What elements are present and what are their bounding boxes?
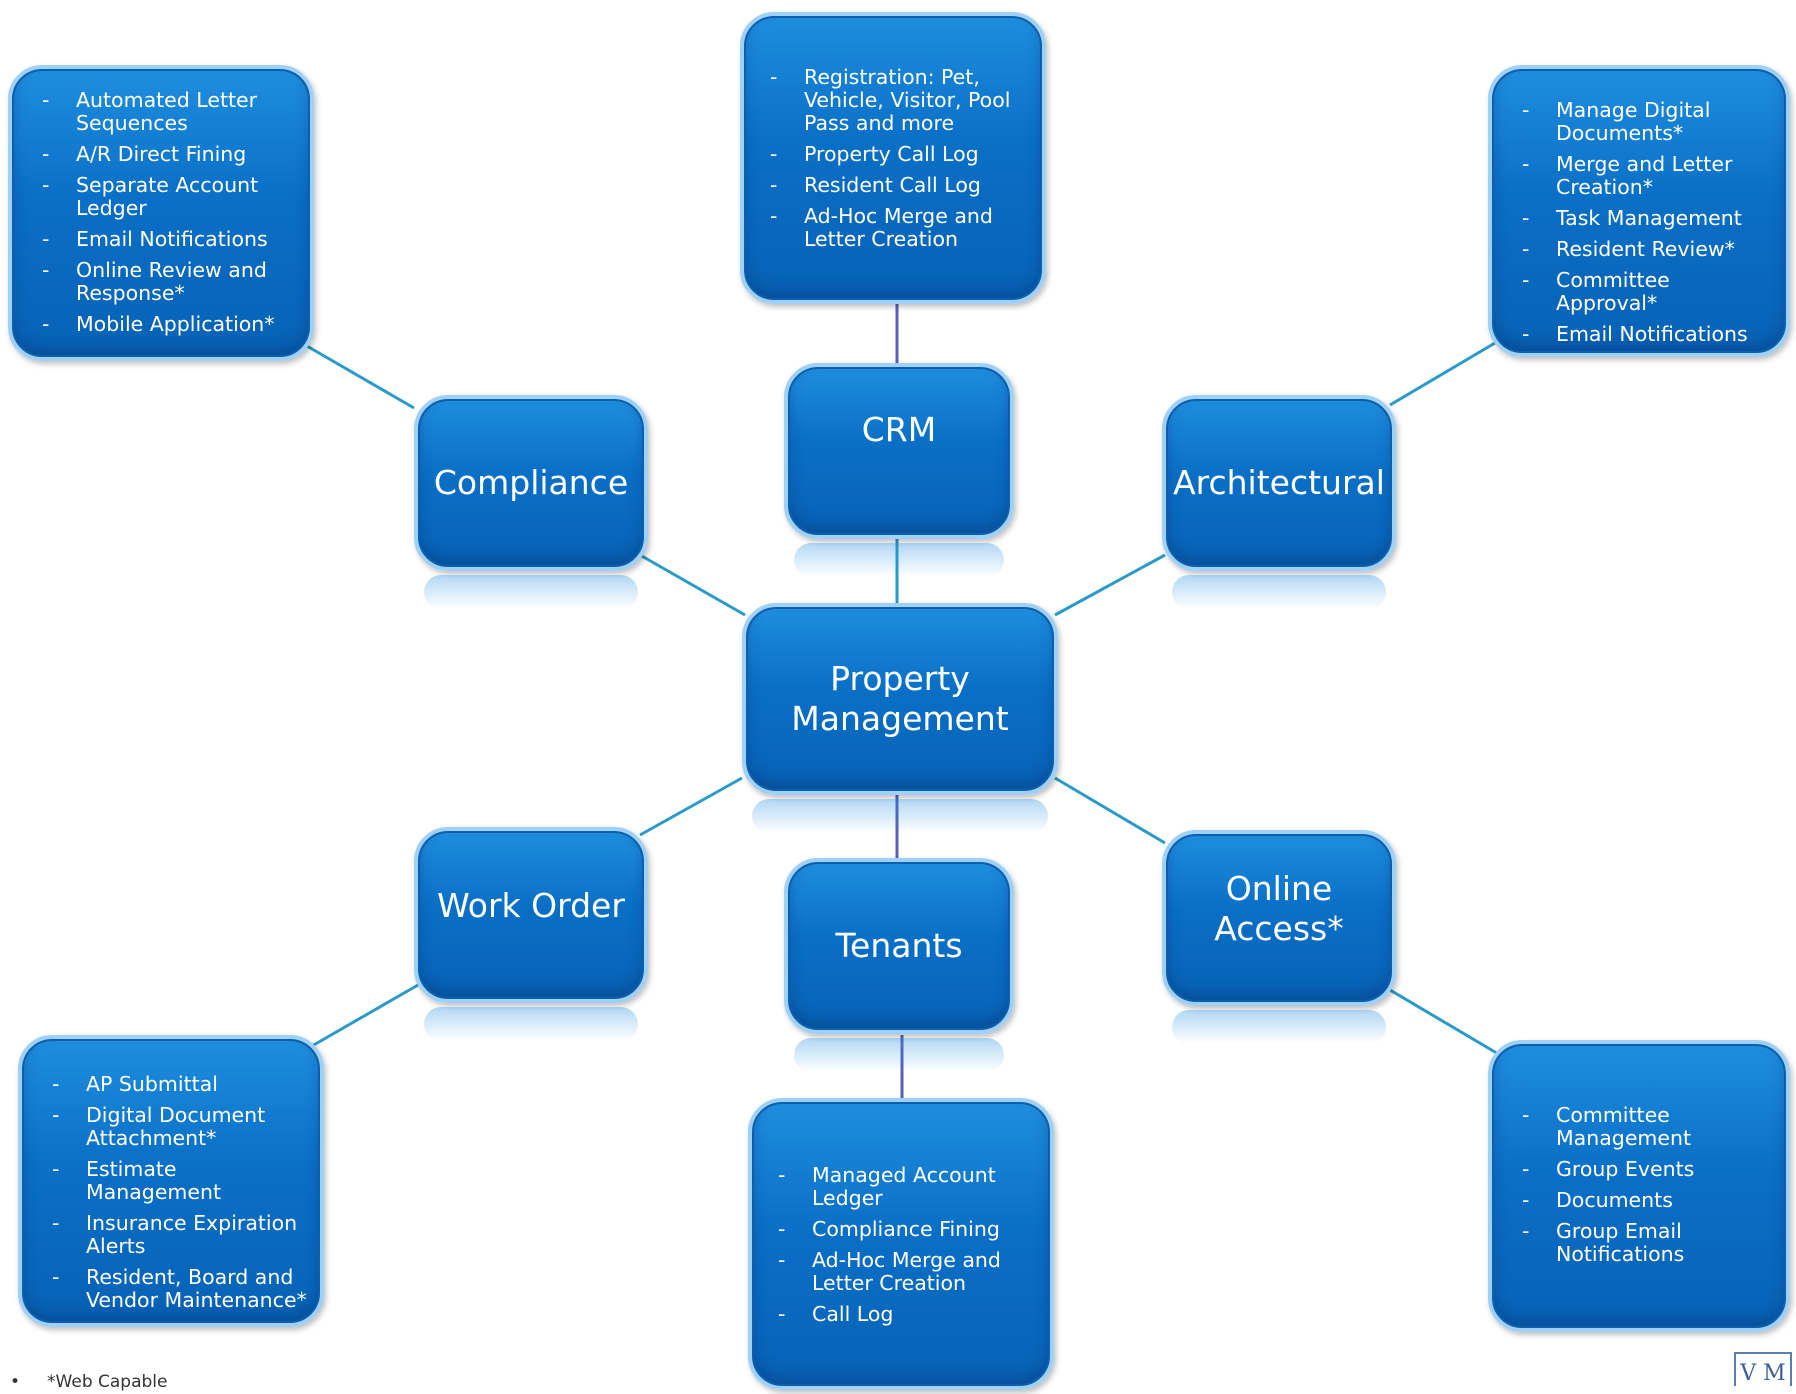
compliance-features-box: Automated Letter Sequences A/R Direct Fi… <box>8 65 314 361</box>
tenants-features-box: Managed Account Ledger Compliance Fining… <box>748 1098 1054 1390</box>
list-item: Call Log <box>770 1303 1032 1327</box>
list-item: Email Notifications <box>34 228 296 252</box>
crm-features-box: Registration: Pet, Vehicle, Visitor, Poo… <box>740 12 1046 304</box>
compliance-features-list: Automated Letter Sequences A/R Direct Fi… <box>34 89 296 337</box>
connector-online-list <box>1389 988 1501 1057</box>
tenants-label: Tenants <box>835 926 963 966</box>
property-management-label: Property Management <box>791 659 1009 738</box>
list-item: Committee Approval* <box>1514 269 1776 315</box>
online-access-features-box: Committee Management Group Events Docume… <box>1488 1040 1790 1332</box>
list-item: Group Email Notifications <box>1514 1220 1768 1266</box>
architectural-features-box: Manage Digital Documents* Merge and Lett… <box>1488 65 1790 357</box>
compliance-node: Compliance <box>414 395 648 609</box>
work-order-features-box: AP Submittal Digital Document Attachment… <box>18 1035 324 1327</box>
connector-workorder-list <box>304 983 419 1052</box>
list-item: Resident Call Log <box>762 174 1024 198</box>
list-item: Registration: Pet, Vehicle, Visitor, Poo… <box>762 66 1024 135</box>
list-item: Task Management <box>1514 207 1776 231</box>
footnote-text: *Web Capable <box>47 1372 168 1392</box>
list-item: Estimate Management <box>44 1158 310 1204</box>
logo-text: V M <box>1740 1361 1786 1386</box>
list-item: Ad-Hoc Merge and Letter Creation <box>762 205 1024 251</box>
crm-features-list: Registration: Pet, Vehicle, Visitor, Poo… <box>762 66 1024 251</box>
architectural-features-list: Manage Digital Documents* Merge and Lett… <box>1514 99 1776 347</box>
list-item: Resident Review* <box>1514 238 1776 262</box>
list-item: Email Notifications <box>1514 323 1776 347</box>
list-item: Managed Account Ledger <box>770 1164 1032 1210</box>
list-item: Manage Digital Documents* <box>1514 99 1776 145</box>
architectural-label: Architectural <box>1173 463 1385 503</box>
footnote-bullet: • <box>10 1372 48 1392</box>
list-item: Merge and Letter Creation* <box>1514 153 1776 199</box>
list-item: Automated Letter Sequences <box>34 89 296 135</box>
online-access-label: Online Access* <box>1214 869 1344 948</box>
list-item: Property Call Log <box>762 143 1024 167</box>
footnote: • *Web Capable <box>10 1372 167 1392</box>
list-item: Ad-Hoc Merge and Letter Creation <box>770 1249 1032 1295</box>
connector-center-architectural <box>1054 553 1166 617</box>
architectural-node: Architectural <box>1162 395 1396 609</box>
online-access-node: Online Access* <box>1162 830 1396 1044</box>
list-item: Online Review and Response* <box>34 259 296 305</box>
tenants-features-list: Managed Account Ledger Compliance Fining… <box>770 1164 1032 1327</box>
crm-label: CRM <box>861 410 937 450</box>
company-logo: V M <box>1734 1352 1792 1386</box>
connector-center-compliance <box>639 553 746 617</box>
list-item: AP Submittal <box>44 1073 310 1097</box>
crm-node: CRM <box>784 363 1014 577</box>
work-order-node: Work Order <box>414 827 648 1041</box>
list-item: Group Events <box>1514 1158 1768 1182</box>
list-item: Resident, Board and Vendor Maintenance* <box>44 1266 310 1312</box>
list-item: A/R Direct Fining <box>34 143 296 167</box>
compliance-label: Compliance <box>433 463 629 503</box>
list-item: Separate Account Ledger <box>34 174 296 220</box>
connector-architectural-list <box>1389 338 1501 407</box>
online-access-features-list: Committee Management Group Events Docume… <box>1514 1104 1768 1266</box>
work-order-label: Work Order <box>437 886 625 926</box>
list-item: Digital Document Attachment* <box>44 1104 310 1150</box>
connector-compliance-list <box>299 340 415 410</box>
connector-center-workorder <box>639 776 743 837</box>
list-item: Documents <box>1514 1189 1768 1213</box>
property-management-node: Property Management <box>742 603 1058 833</box>
list-item: Mobile Application* <box>34 313 296 337</box>
list-item: Insurance Expiration Alerts <box>44 1212 310 1258</box>
list-item: Compliance Fining <box>770 1218 1032 1242</box>
tenants-node: Tenants <box>784 858 1014 1072</box>
list-item: Committee Management <box>1514 1104 1768 1150</box>
connector-center-online <box>1054 776 1166 845</box>
work-order-features-list: AP Submittal Digital Document Attachment… <box>44 1073 310 1312</box>
